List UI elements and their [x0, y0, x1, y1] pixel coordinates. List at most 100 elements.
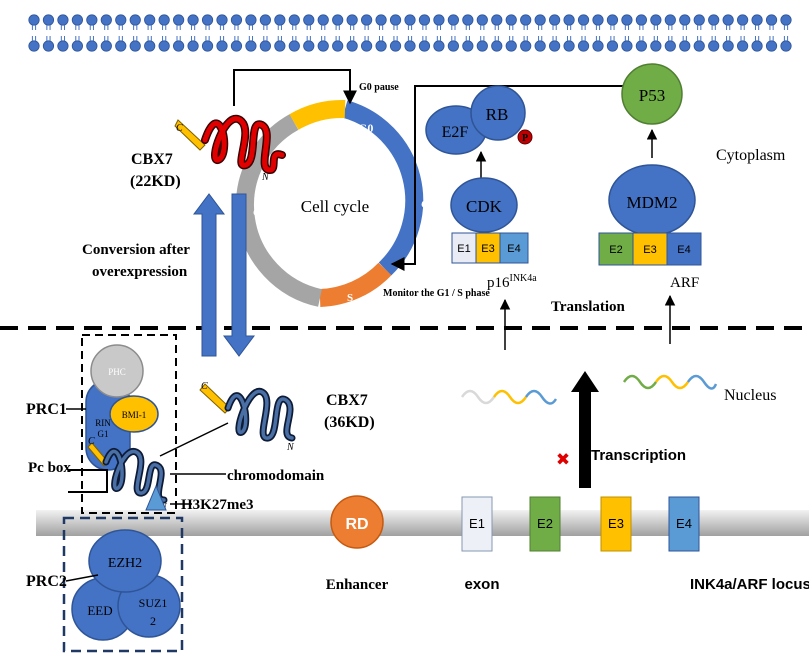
membrane-lipid-head [606, 40, 619, 52]
cbx7-36kd-size: (36KD) [324, 414, 375, 431]
arf-exon-e4-label: E4 [677, 244, 690, 256]
membrane-lipid-head [361, 14, 373, 26]
cbx7-prc1-protein [87, 442, 168, 504]
membrane-lipid-head [549, 14, 561, 26]
blocked-x-icon: ✖ [556, 450, 570, 469]
membrane-lipid-head [115, 14, 127, 26]
membrane-lipid-head [577, 14, 590, 26]
monitor-g1s-label: Monitor the G1 / S phase [383, 288, 490, 299]
membrane-lipid-head [737, 40, 749, 52]
membrane-lipid-head [433, 14, 445, 26]
cell-cycle-label: Cell cycle [301, 197, 369, 216]
membrane-lipid-head [375, 14, 387, 26]
membrane-lipid-head [245, 14, 257, 26]
membrane-lipid-head [404, 14, 416, 26]
membrane-lipid-head [216, 14, 228, 26]
cell-cycle-g0g1-arc [342, 100, 424, 276]
ezh2-node [88, 529, 162, 593]
e2f-label: E2F [442, 124, 469, 141]
locus-exon-e2-label: E2 [537, 516, 553, 531]
membrane-lipid-head [42, 40, 55, 52]
membrane-lipid-head [664, 40, 676, 52]
pc-box-label: Pc box [28, 460, 71, 476]
membrane-lipid-head [520, 40, 532, 52]
h3k27me3-mark [145, 484, 167, 511]
membrane-lipid-head [635, 40, 647, 52]
arf-exon-e3-label: E3 [643, 244, 656, 256]
prc2-pointer-line [65, 574, 99, 582]
membrane-lipid-head [563, 14, 575, 26]
membrane-lipid-head [780, 40, 792, 52]
p16-exon-e1 [451, 232, 477, 264]
nucleus-label: Nucleus [724, 387, 776, 404]
membrane-lipid-head [230, 14, 243, 26]
g0-pause-arrow [233, 69, 357, 106]
membrane-lipid-head [274, 40, 286, 52]
cell-membrane [28, 14, 792, 52]
membrane-lipid-head [534, 40, 546, 52]
locus-label: INK4a/ARF locus [690, 576, 809, 593]
membrane-lipid-head [332, 40, 344, 52]
cbx7-36kd-n-terminus: N [286, 442, 295, 453]
membrane-lipid-head [664, 14, 676, 26]
membrane-lipid-head [621, 14, 633, 26]
cbx7-22kd-name: CBX7 [131, 151, 173, 168]
membrane-lipid-head [57, 40, 69, 52]
p16-exon-e4 [499, 232, 529, 264]
ring1-label-line2: G1 [98, 429, 109, 439]
membrane-lipid-head [245, 40, 257, 52]
cbx7-22kd-protein [174, 114, 286, 175]
conversion-label-line1: Conversion after [82, 242, 190, 258]
mrna-arf-wave [622, 374, 718, 390]
membrane-lipid-head [259, 40, 271, 52]
membrane-lipid-head [693, 40, 705, 52]
bmi1-label: BMI-1 [122, 410, 147, 420]
membrane-lipid-head [389, 14, 402, 26]
membrane-lipid-head [549, 40, 561, 52]
chromodomain-label: chromodomain [227, 468, 325, 484]
prc1-label: PRC1 [26, 401, 67, 418]
cbx7-22kd-n-terminus: N [261, 172, 270, 183]
conversion-arrows [193, 193, 255, 357]
membrane-lipid-head [259, 14, 271, 26]
exon-label: exon [464, 576, 499, 593]
translation-label: Translation [551, 299, 626, 315]
rd-label: RD [345, 516, 368, 533]
membrane-lipid-head [42, 14, 55, 26]
membrane-lipid-head [303, 14, 315, 26]
p53-node [621, 63, 683, 125]
prc2-box [62, 516, 184, 653]
membrane-lipid-head [100, 14, 112, 26]
membrane-lipid-head [129, 14, 141, 26]
phc-label: PHC [108, 367, 126, 377]
membrane-lipid-head [534, 14, 546, 26]
rb-node [470, 85, 526, 141]
h3k27me3-label: H3K27me3 [181, 497, 254, 513]
membrane-lipid-head [751, 14, 763, 26]
membrane-lipid-head [28, 40, 40, 52]
cdk-label: CDK [466, 197, 503, 216]
membrane-lipid-head [462, 14, 474, 26]
membrane-lipid-head [708, 14, 720, 26]
membrane-lipid-head [491, 14, 503, 26]
membrane-lipid-head [144, 40, 156, 52]
membrane-lipid-head [129, 40, 141, 52]
membrane-lipid-head [317, 40, 329, 52]
membrane-lipid-head [418, 14, 431, 26]
membrane-lipid-head [144, 14, 156, 26]
cbx7-prc1-c-terminus: C [88, 436, 95, 447]
membrane-lipid-head [679, 40, 691, 52]
membrane-lipid-head [404, 40, 416, 52]
enhancer-label: Enhancer [326, 577, 389, 593]
membrane-lipid-head [71, 40, 83, 52]
phc-node [90, 344, 144, 398]
membrane-lipid-head [115, 40, 127, 52]
membrane-lipid-head [346, 40, 358, 52]
membrane-lipid-head [708, 40, 720, 52]
membrane-lipid-head [187, 14, 199, 26]
locus-exons: E1 E2 E3 E4 [461, 496, 700, 552]
phase-m-label: M [313, 123, 324, 135]
membrane-lipid-head [57, 14, 69, 26]
arf-exon-e2-label: E2 [609, 244, 622, 256]
p16-exon-e1-label: E1 [457, 243, 470, 255]
